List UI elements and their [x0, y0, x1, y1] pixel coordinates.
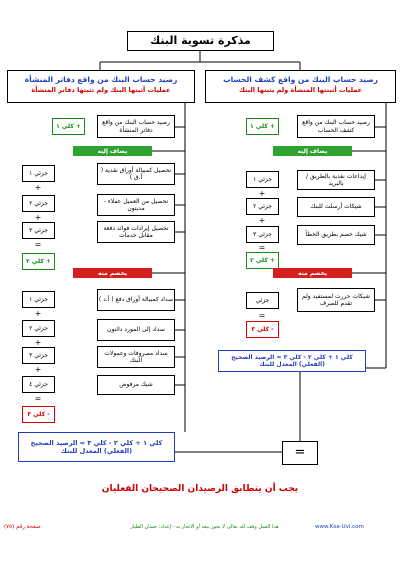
equals-sign: =	[34, 240, 42, 249]
footer-note: هذا العمل وقف لله تعالى لا يجوز بيعه أو …	[130, 524, 279, 530]
right-add-item-3: شيك خصم بطريق الخطأ	[297, 225, 375, 245]
left-start-box: رصيد حساب البنك من واقع دفاتر المنشأة	[97, 115, 175, 138]
left-sub-part-2: جزئي ٢	[22, 320, 55, 337]
left-sub-item-3: سداد مصروفات وعمولات البنك	[97, 346, 175, 368]
footer-site-link[interactable]: www.Ksa-Uvi.com	[315, 524, 364, 530]
left-add-part-1: جزئي ١	[22, 165, 55, 182]
left-result-box: كلي ١ + كلي ٢ - كلي ٣ = الرصيد الصحيح (ا…	[18, 432, 175, 462]
left-sub-part-4: جزئي ٤	[22, 376, 55, 393]
left-sub-part-1: جزئي ١	[22, 291, 55, 308]
right-sub-item-1: شيكات حررت لمستفيد ولم تقدم للصرف	[297, 288, 375, 312]
right-add-label: يضاف إليه	[273, 146, 352, 156]
right-add-item-1: إيداعات نقدية بالطريق / بالبريد	[297, 170, 375, 190]
plus-sign: +	[34, 338, 42, 347]
plus-sign: +	[34, 309, 42, 318]
left-add-item-1: تحصيل كمبيالة أوراق نقدية ( أ.ق )	[97, 163, 175, 185]
plus-sign: +	[34, 183, 42, 192]
left-add-total: + كلي ٢	[22, 253, 55, 270]
left-add-item-3: تحصيل إيرادات فوائد دفعة مقابل خدمات	[97, 221, 175, 243]
right-add-part-1: جزئي ١	[246, 171, 279, 188]
right-start-box: رصيد حساب البنك من واقع كشف الحساب	[297, 115, 375, 138]
equals-box: =	[282, 441, 318, 465]
left-sub-item-4: شيك مرفوض	[97, 375, 175, 395]
right-add-item-2: شيكات أرسلت للبنك	[297, 197, 375, 217]
right-sub-total: - كلي ٣	[246, 321, 279, 338]
right-sub-part-1: جزئي	[246, 292, 279, 309]
equals-sign: =	[34, 394, 42, 403]
right-header-subtitle: عمليات أثبتتها المنشأة ولم يثبتها البنك	[238, 86, 363, 94]
footer-page-number: صفحة رقم (٧٥)	[4, 524, 41, 530]
right-header-title: رصيد حساب البنك من واقع كشف الحساب	[223, 75, 378, 84]
right-add-part-3: جزئي ٣	[246, 226, 279, 243]
plus-sign: +	[258, 189, 266, 198]
left-add-item-2: تحصيل من العميل عملاء - مدينون	[97, 194, 175, 216]
plus-sign: +	[34, 365, 42, 374]
left-sub-label: يخصم منه	[73, 268, 152, 278]
right-result-box: كلي ١ + كلي ٢ - كلي ٣ = الرصيد الصحيح (ا…	[218, 350, 366, 372]
conclusion-text: يجب أن يتطابق الرصيدان الصحيحان الفعليان	[101, 484, 299, 494]
left-add-part-3: جزئي ٣	[22, 222, 55, 239]
right-sub-label: يخصم منه	[273, 268, 352, 278]
right-start-tag: + كلي ١	[246, 118, 279, 135]
left-sub-item-1: سداد كمبيالة أوراق دفع ( أ.د )	[97, 289, 175, 311]
equals-sign: =	[258, 311, 266, 320]
left-header-title: رصيد حساب البنك من واقع دفاتر المنشأة	[24, 75, 178, 84]
left-sub-part-3: جزئي ٣	[22, 347, 55, 364]
left-header: رصيد حساب البنك من واقع دفاتر المنشأة عم…	[7, 70, 195, 103]
equals-sign: =	[258, 243, 266, 252]
plus-sign: +	[34, 213, 42, 222]
plus-sign: +	[258, 216, 266, 225]
right-add-part-2: جزئي ٢	[246, 198, 279, 215]
left-start-tag: + كلي ١	[52, 118, 85, 135]
left-header-subtitle: عمليات أثبتها البنك ولم تثبتها دفاتر الم…	[31, 86, 171, 94]
left-sub-total: - كلي ٣	[22, 406, 55, 423]
left-sub-item-2: سداد إلى المورد دائنون	[97, 319, 175, 341]
right-add-total: + كلي ٢	[246, 252, 279, 269]
page-title: مذكرة تسوية البنك	[127, 31, 274, 51]
left-add-part-2: جزئي ٢	[22, 195, 55, 212]
left-add-label: يضاف إليه	[73, 146, 152, 156]
right-header: رصيد حساب البنك من واقع كشف الحساب عمليا…	[205, 70, 396, 103]
